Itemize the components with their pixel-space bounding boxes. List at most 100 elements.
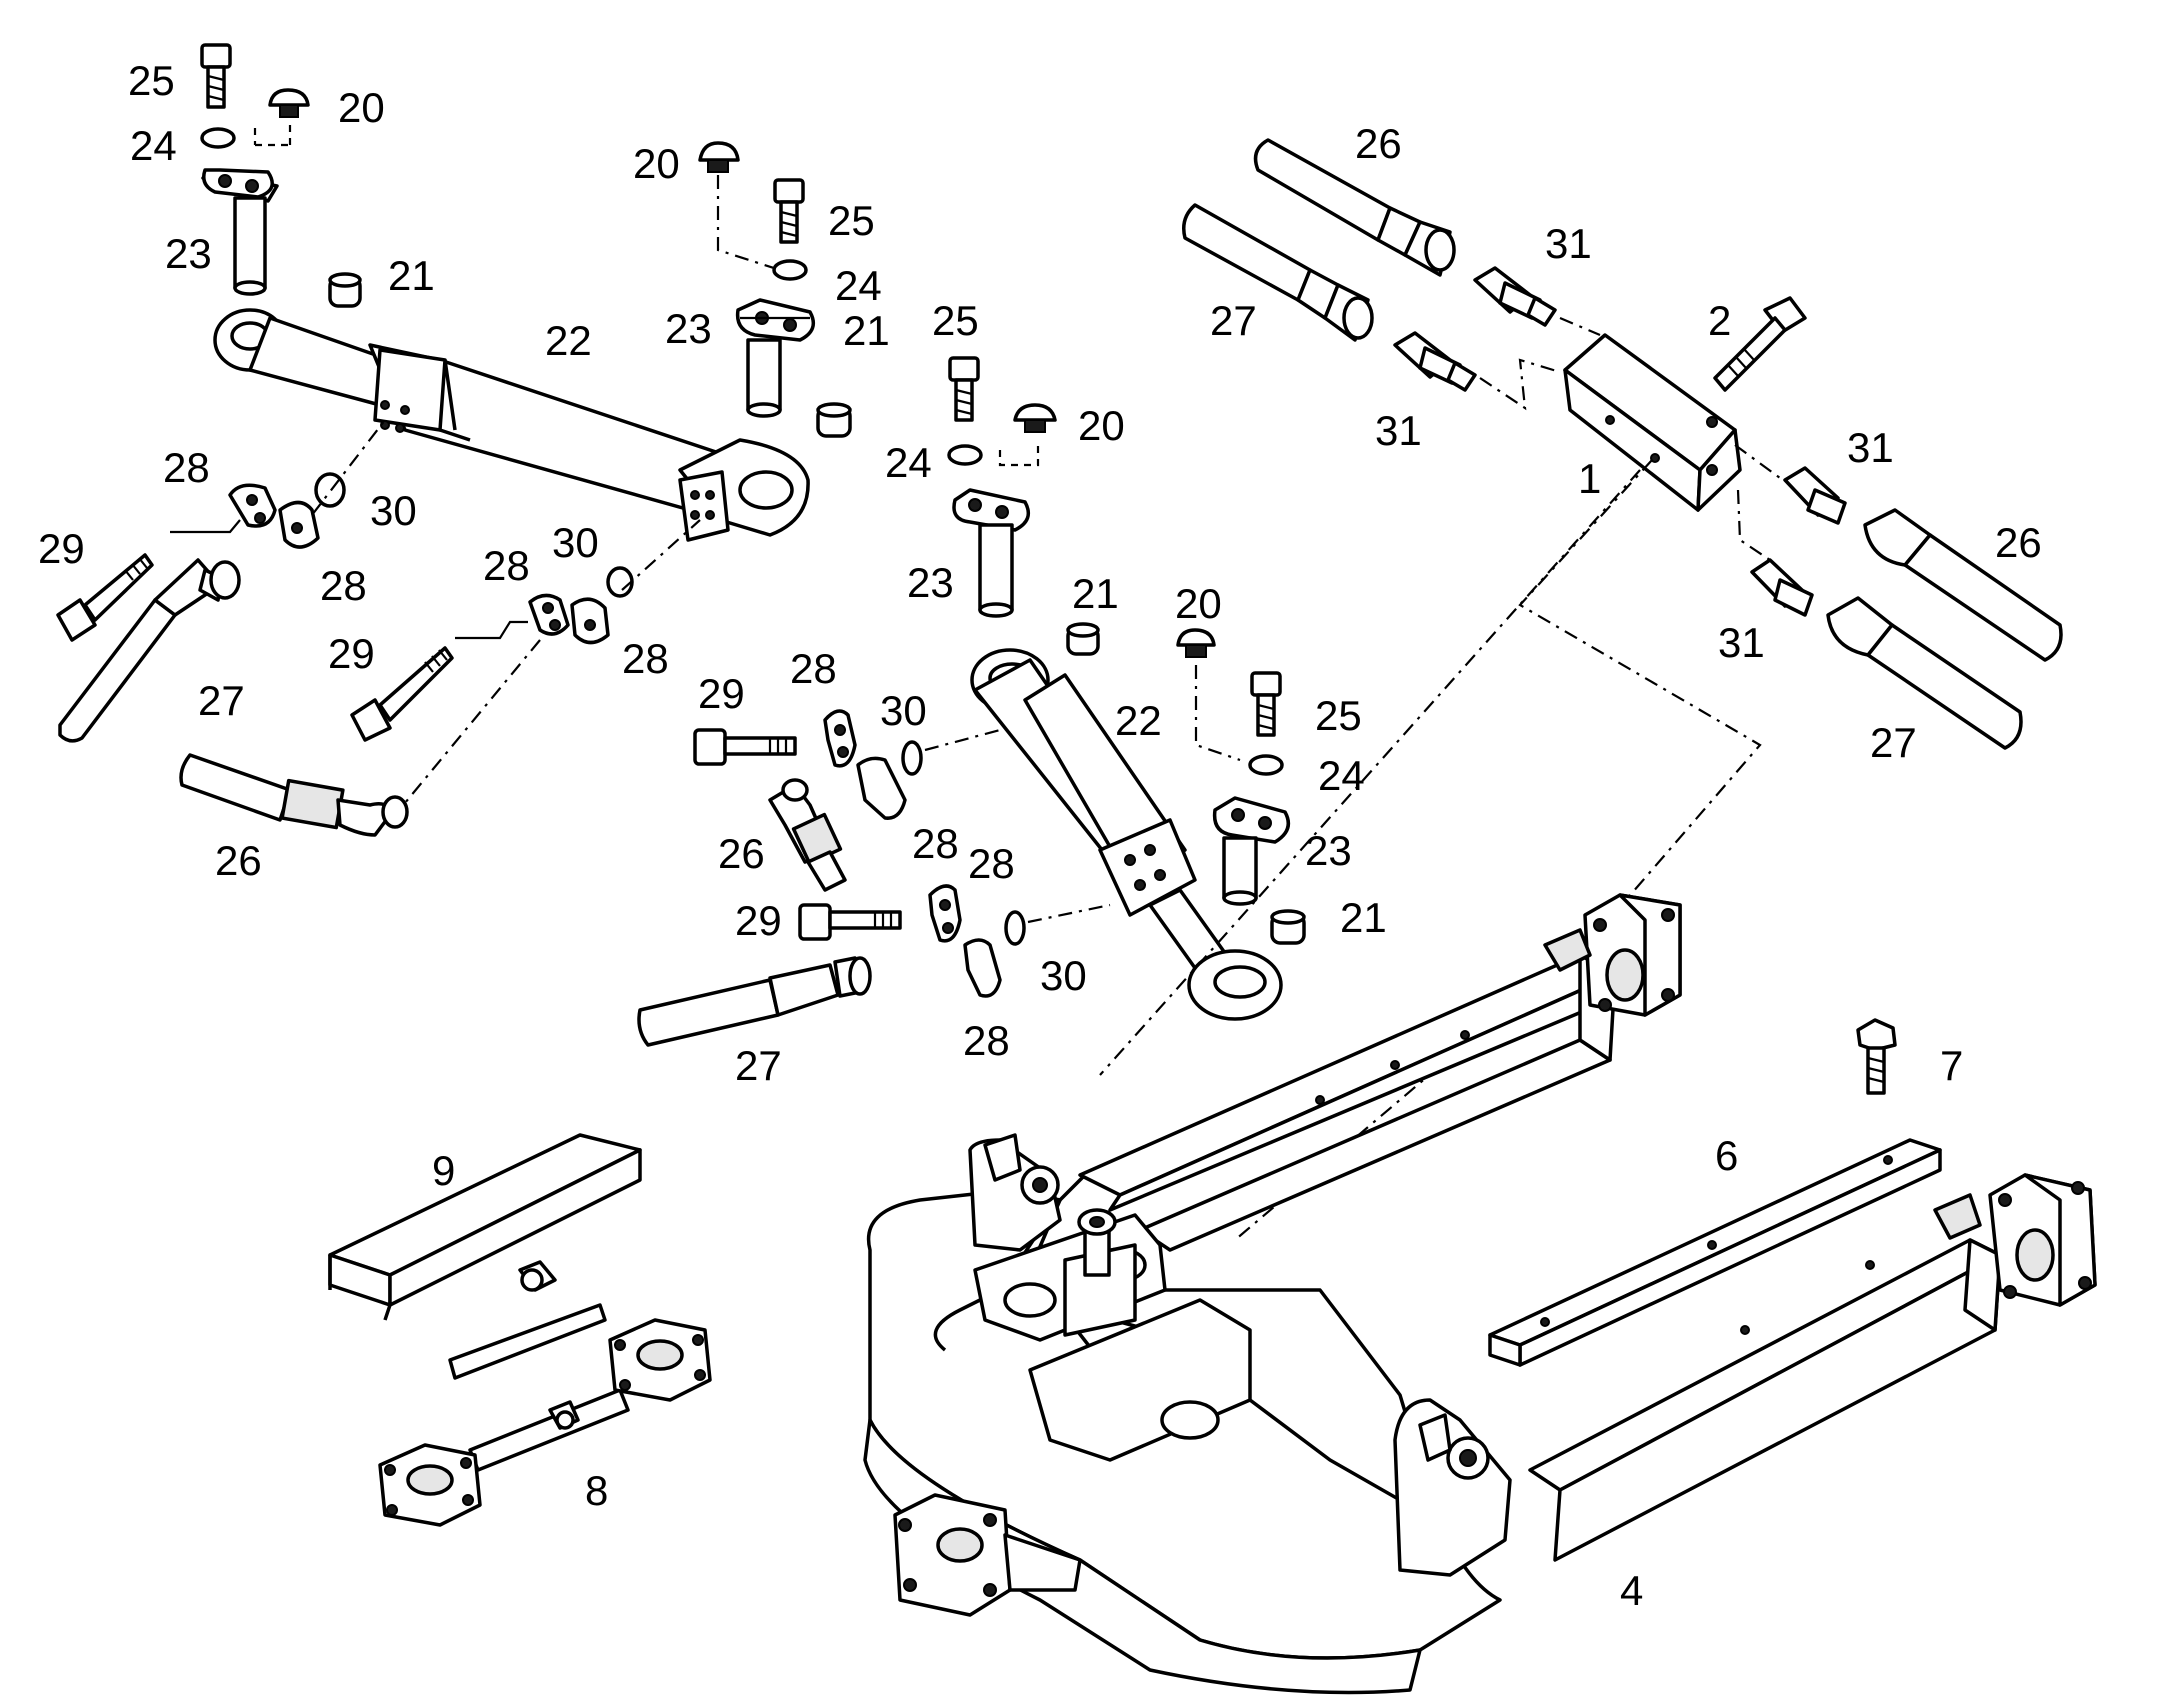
callout-31: 31	[1545, 220, 1592, 267]
bushing-21-b	[816, 402, 852, 438]
callout-20: 20	[338, 84, 385, 131]
cylinder-assembly-center	[637, 622, 1306, 1047]
callout-1: 1	[1578, 455, 1601, 502]
cylinder-assembly-upper-left	[56, 43, 852, 743]
callout-2: 2	[1708, 297, 1731, 344]
plug-20-d	[1176, 628, 1216, 658]
bolt-25-d	[1250, 671, 1282, 737]
adapter-31-b	[1393, 331, 1477, 392]
callout-23: 23	[907, 559, 954, 606]
callout-21: 21	[843, 307, 890, 354]
callout-28: 28	[622, 635, 669, 682]
callout-29: 29	[328, 630, 375, 677]
seal-ring-30-a	[314, 472, 346, 508]
washer-24-b	[772, 259, 808, 281]
split-flange-28-a	[228, 483, 320, 549]
callout-30: 30	[370, 487, 417, 534]
bushing-21-d	[1270, 909, 1306, 945]
callout-24: 24	[1318, 752, 1365, 799]
callout-28: 28	[483, 542, 530, 589]
pin-assembly-center-top	[698, 141, 816, 418]
callout-26: 26	[1355, 120, 1402, 167]
seal-ring-30-c	[901, 740, 923, 776]
callout-25: 25	[1315, 692, 1362, 739]
hydraulic-cylinder-22-a	[213, 308, 810, 542]
hose-27-d	[1826, 596, 2023, 750]
split-flange-28-c	[823, 709, 857, 768]
pin-23-a	[201, 168, 279, 296]
washer-24-a	[200, 127, 236, 149]
bolt-29-d	[798, 903, 902, 941]
valve-block-1	[1563, 333, 1742, 512]
callout-24: 24	[835, 262, 882, 309]
hose-27-c	[1182, 203, 1374, 342]
callout-28: 28	[163, 444, 210, 491]
bolt-2	[1713, 296, 1807, 392]
callout-20: 20	[1175, 580, 1222, 627]
callout-28: 28	[320, 562, 367, 609]
hose-26-a	[179, 753, 409, 837]
pin-23-c	[952, 488, 1031, 618]
callout-24: 24	[885, 439, 932, 486]
cover-9	[328, 1133, 642, 1321]
bolt-29-a	[56, 553, 154, 642]
bolt-7	[1856, 1018, 1897, 1095]
elbow-fitting-26	[768, 778, 847, 892]
callout-23: 23	[165, 230, 212, 277]
callout-28: 28	[968, 840, 1015, 887]
callout-22: 22	[1115, 697, 1162, 744]
callout-28: 28	[963, 1017, 1010, 1064]
callout-27: 27	[1870, 719, 1917, 766]
channel-beam-6	[1488, 1138, 1942, 1367]
plug-20-c	[1013, 403, 1057, 433]
callout-labels: 25 20 24 23 21 22 28 30 29 28 27 28 30 2…	[38, 57, 2042, 1614]
callout-30: 30	[1040, 952, 1087, 999]
bolt-29-c	[693, 728, 797, 766]
callout-25: 25	[128, 57, 175, 104]
adapter-31-d	[1750, 558, 1814, 617]
hydraulic-cylinder-22-b	[970, 648, 1283, 1021]
split-flange-28-b	[528, 593, 610, 645]
hose-27-a	[58, 558, 241, 743]
callout-30: 30	[880, 687, 927, 734]
washer-24-c	[947, 444, 983, 466]
callout-20: 20	[633, 140, 680, 187]
washer-24-d	[1248, 754, 1284, 776]
callout-23: 23	[1305, 827, 1352, 874]
callout-26: 26	[718, 830, 765, 877]
bolt-25-a	[200, 43, 232, 109]
callout-28: 28	[912, 820, 959, 867]
callout-9: 9	[432, 1147, 455, 1194]
pin-23-d	[1212, 796, 1291, 906]
frame-assembly	[863, 893, 2097, 1695]
callout-25: 25	[932, 297, 979, 344]
callout-29: 29	[698, 670, 745, 717]
bolt-25-b	[773, 178, 805, 244]
callout-21: 21	[1340, 894, 1387, 941]
callout-27: 27	[1210, 297, 1257, 344]
u-frame-4	[863, 893, 2097, 1695]
callout-26: 26	[215, 837, 262, 884]
pin-assembly-center-mid	[947, 356, 1057, 618]
callout-22: 22	[545, 317, 592, 364]
pin-23-b	[735, 298, 816, 418]
callout-29: 29	[38, 525, 85, 572]
callout-21: 21	[388, 252, 435, 299]
bushing-21-c	[1066, 622, 1100, 656]
callout-26: 26	[1995, 519, 2042, 566]
callout-23: 23	[665, 305, 712, 352]
callout-4: 4	[1620, 1567, 1643, 1614]
plug-20-b	[698, 141, 740, 173]
callout-31: 31	[1718, 619, 1765, 666]
split-flange-28-f	[963, 938, 1002, 998]
cylinder-assembly-middle	[179, 519, 701, 837]
callout-31: 31	[1847, 424, 1894, 471]
callout-25: 25	[828, 197, 875, 244]
bushing-21-a	[328, 272, 362, 308]
adapter-31-c	[1783, 466, 1847, 525]
callout-21: 21	[1072, 570, 1119, 617]
callout-29: 29	[735, 897, 782, 944]
bolt-29-b	[350, 646, 454, 742]
callout-30: 30	[552, 519, 599, 566]
